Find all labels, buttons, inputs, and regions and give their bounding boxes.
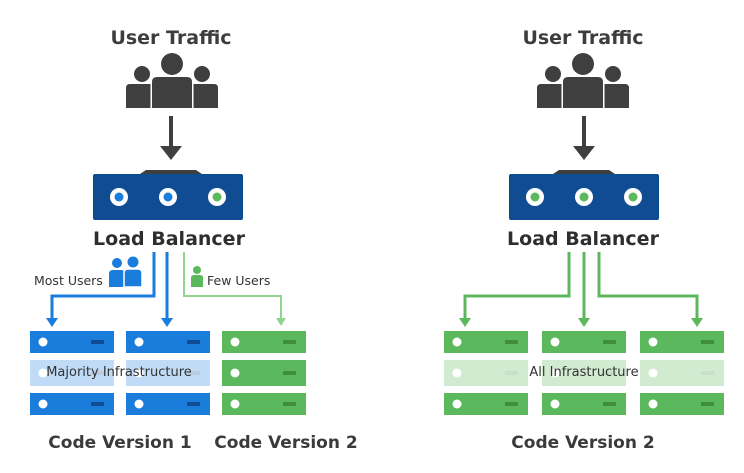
left-load-balancer-label: Load Balancer — [93, 228, 245, 250]
server-unit — [640, 393, 724, 415]
left-lb-port-green-icon — [208, 188, 226, 206]
right-routes — [463, 252, 699, 318]
most-users-label: Most Users — [34, 273, 103, 288]
left-users-icon — [126, 51, 218, 110]
server-unit — [30, 331, 114, 353]
left-most-users-route — [50, 252, 169, 318]
all-infrastructure-band — [444, 359, 724, 387]
right-load-balancer — [509, 170, 659, 220]
left-lb-port-blue-1-icon — [110, 188, 128, 206]
right-lb-port-green-2-icon — [575, 188, 593, 206]
server-unit — [542, 393, 626, 415]
right-users-icon — [537, 51, 629, 110]
right-code-version-2-label: Code Version 2 — [511, 433, 655, 453]
right-lb-port-green-3-icon — [624, 188, 642, 206]
server-unit — [222, 360, 306, 386]
server-unit — [126, 331, 210, 353]
left-server-column-3 — [222, 331, 306, 415]
left-code-version-1-label: Code Version 1 — [48, 433, 192, 453]
server-unit — [640, 331, 724, 353]
few-users-icon — [191, 266, 203, 287]
server-unit — [444, 331, 528, 353]
left-traffic-arrow — [160, 116, 182, 160]
majority-infrastructure-label: Majority Infrastructure — [46, 365, 192, 380]
server-unit — [126, 393, 210, 415]
majority-infrastructure-band — [26, 359, 214, 387]
right-traffic-arrow — [573, 116, 595, 160]
left-lb-port-blue-2-icon — [159, 188, 177, 206]
right-user-traffic-title: User Traffic — [522, 27, 644, 49]
few-users-label: Few Users — [207, 273, 271, 288]
left-load-balancer — [93, 170, 243, 220]
server-unit — [444, 393, 528, 415]
server-unit — [222, 331, 306, 353]
right-load-balancer-label: Load Balancer — [507, 228, 659, 250]
left-few-users-route — [183, 252, 282, 318]
right-lb-port-green-1-icon — [526, 188, 544, 206]
server-unit — [30, 393, 114, 415]
server-unit — [542, 331, 626, 353]
server-unit — [222, 393, 306, 415]
all-infrastructure-label: All Infrastructure — [529, 365, 639, 380]
most-users-icon — [109, 256, 143, 288]
left-user-traffic-title: User Traffic — [110, 27, 232, 49]
left-code-version-2-label: Code Version 2 — [214, 433, 358, 453]
